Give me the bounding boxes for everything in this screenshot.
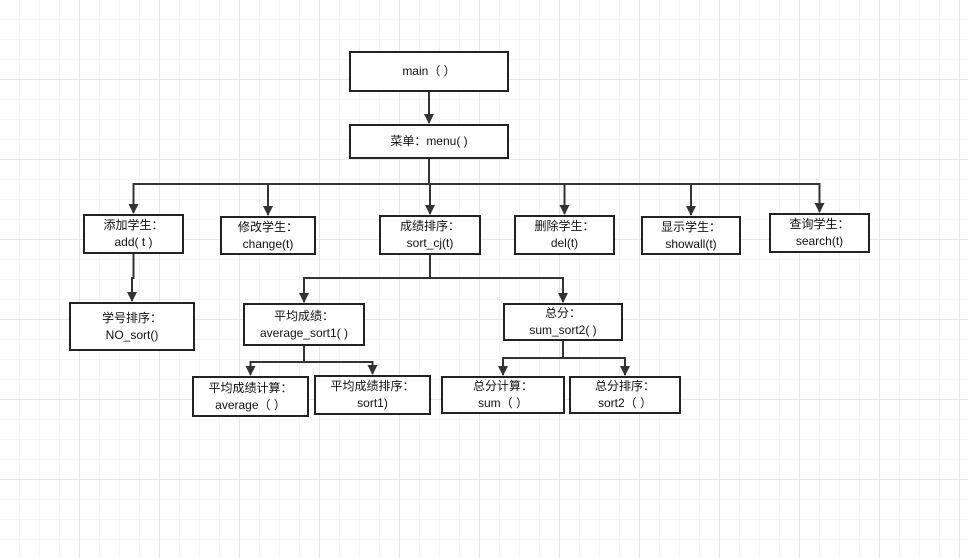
- connector-average_sort1-to-sort1: [303, 346, 378, 375]
- connector-add-to-no_sort: [127, 254, 137, 302]
- node-label-line: search(t): [795, 234, 844, 248]
- node-label-line: 总分计算：: [472, 379, 533, 393]
- connector-menu-to-change: [263, 159, 430, 216]
- node-label-line: 菜单：menu( ): [390, 134, 468, 148]
- node-menu: 菜单：menu( ): [349, 124, 509, 159]
- connector-menu-to-search: [428, 159, 825, 213]
- node-average: 平均成绩计算： average（ ）: [192, 376, 309, 417]
- node-sum-sort2: 总分： sum_sort2( ): [503, 303, 623, 341]
- connector-sort_cj-to-average_sort1: [299, 255, 431, 303]
- node-label-line: 平均成绩计算：: [208, 380, 293, 395]
- node-add-student: 添加学生： add( t ): [83, 214, 184, 254]
- node-sort2: 总分排序： sort2（ ）: [569, 376, 681, 414]
- node-label-line: NO_sort(): [105, 327, 159, 342]
- node-label-line: 修改学生：: [237, 219, 298, 234]
- connector-menu-to-showall: [428, 159, 696, 216]
- node-label-line: 删除学生：: [534, 219, 595, 233]
- node-label-line: sum（ ）: [477, 396, 528, 410]
- node-show-students: 显示学生： showall(t): [641, 216, 741, 255]
- node-label-line: average_sort1( ): [259, 325, 349, 340]
- node-label-line: 总分：: [544, 306, 581, 320]
- node-label-line: add( t ): [114, 235, 153, 249]
- node-label-line: 成绩排序：: [399, 219, 460, 233]
- connector-sort_cj-to-sum_sort2: [429, 255, 568, 303]
- connector-sum_sort2-to-sum: [498, 341, 564, 376]
- node-label-line: sort_cj(t): [406, 236, 454, 250]
- node-label-line: 平均成绩：: [273, 308, 334, 323]
- node-label-line: 总分排序：: [594, 379, 655, 393]
- node-label-line: 添加学生：: [103, 218, 164, 232]
- connector-sum_sort2-to-sort2: [562, 341, 630, 376]
- node-label-line: 学号排序：: [101, 310, 162, 325]
- node-label-line: sum_sort2( ): [529, 323, 597, 337]
- connector-menu-to-add: [128, 159, 430, 214]
- node-sort-cj: 成绩排序： sort_cj(t): [379, 215, 481, 255]
- node-label-line: change(t): [242, 236, 294, 251]
- node-label-line: 显示学生：: [660, 219, 721, 234]
- node-main: main（ ）: [349, 51, 509, 92]
- node-delete-student: 删除学生： del(t): [514, 215, 615, 255]
- node-label-line: showall(t): [665, 236, 717, 251]
- node-label-line: del(t): [550, 236, 579, 250]
- node-label-line: 查询学生：: [789, 217, 850, 231]
- node-change-student: 修改学生： change(t): [220, 216, 316, 255]
- connector-menu-to-del: [428, 159, 570, 215]
- node-label-line: sort1): [357, 396, 388, 410]
- node-average-sort1: 平均成绩： average_sort1( ): [243, 303, 365, 346]
- node-sort1: 平均成绩排序： sort1): [314, 375, 431, 415]
- node-no-sort: 学号排序： NO_sort(): [69, 302, 195, 351]
- node-label-line: sort2（ ）: [597, 396, 652, 410]
- node-label-line: average（ ）: [215, 397, 286, 412]
- connector-average_sort1-to-average: [245, 346, 305, 376]
- node-search-student: 查询学生： search(t): [769, 213, 870, 253]
- node-label-line: 平均成绩排序：: [330, 379, 415, 393]
- node-label-line: main（ ）: [402, 64, 456, 78]
- node-sum: 总分计算： sum（ ）: [441, 376, 565, 414]
